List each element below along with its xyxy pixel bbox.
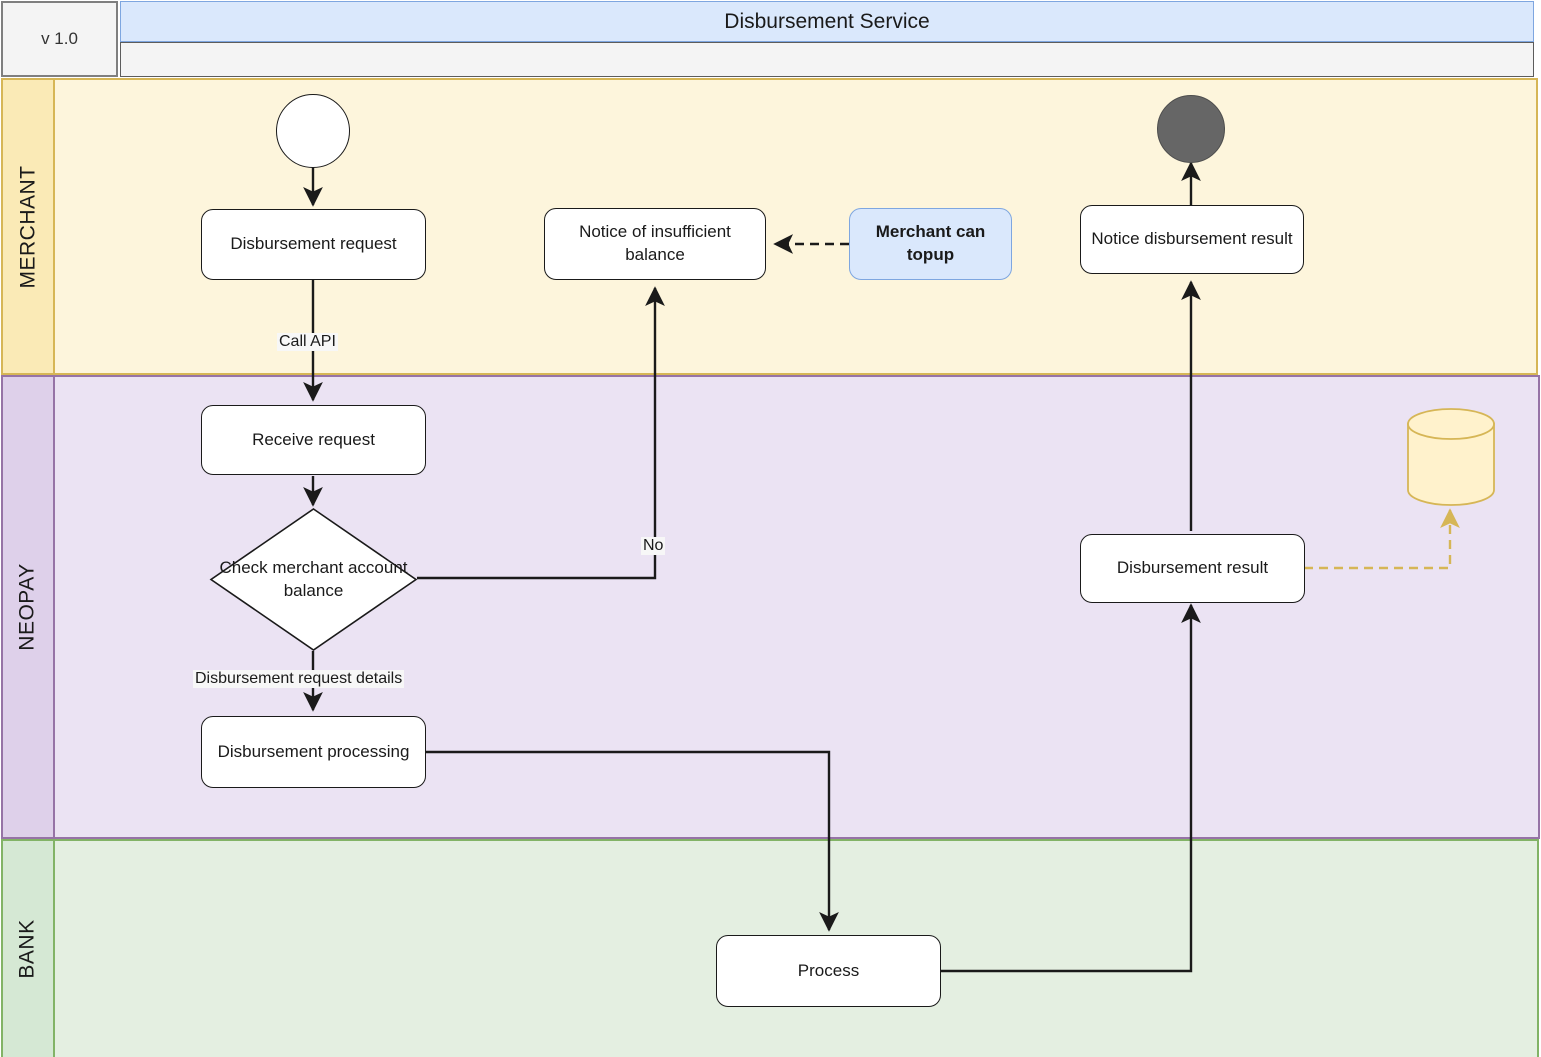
edge-label-no: No: [641, 537, 666, 555]
node-receive-request[interactable]: Receive request: [201, 405, 426, 475]
edge-label-call-api: Call API: [277, 333, 338, 351]
node-label: Notice of insufficient balance: [579, 222, 731, 264]
lane-header-neopay: NEOPAY: [3, 377, 55, 837]
start-event-node[interactable]: [276, 94, 350, 168]
node-label: Disbursement request: [230, 234, 397, 254]
node-notice-disbursement-result[interactable]: Notice disbursement result: [1080, 205, 1304, 274]
node-disbursement-request[interactable]: Disbursement request: [201, 209, 426, 280]
lane-header-bank: BANK: [3, 841, 55, 1057]
node-label: Disbursement processing: [217, 741, 410, 761]
node-process[interactable]: Process: [716, 935, 941, 1007]
node-merchant-can-topup[interactable]: Merchant can topup: [849, 208, 1012, 280]
version-box: v 1.0: [1, 1, 118, 77]
node-label: Receive request: [252, 429, 375, 449]
node-label: Notice disbursement result: [1091, 229, 1293, 249]
end-event-node[interactable]: [1157, 95, 1225, 163]
node-label: Merchant can topup: [875, 222, 986, 264]
lane-label-merchant: MERCHANT: [16, 165, 39, 288]
node-notice-insufficient-balance[interactable]: Notice of insufficient balance: [544, 208, 766, 280]
version-label: v 1.0: [41, 29, 78, 48]
diagram-subtitle-bar: [120, 42, 1534, 77]
node-label: Process: [797, 960, 860, 980]
diagram-title-bar: Disbursement Service: [120, 1, 1534, 42]
page-title: Disbursement Service: [724, 9, 930, 33]
lane-label-neopay: NEOPAY: [16, 563, 40, 651]
edge-label-disbursement-request-details: Disbursement request details: [193, 670, 405, 688]
node-disbursement-processing[interactable]: Disbursement processing: [201, 716, 426, 788]
lane-header-merchant: MERCHANT: [3, 80, 55, 373]
database-node[interactable]: [1406, 408, 1496, 506]
node-disbursement-result[interactable]: Disbursement result: [1080, 534, 1305, 603]
lane-label-bank: BANK: [16, 919, 39, 979]
node-check-merchant-account-balance[interactable]: Check merchant account balance: [209, 507, 418, 652]
node-label: Disbursement result: [1116, 558, 1269, 578]
